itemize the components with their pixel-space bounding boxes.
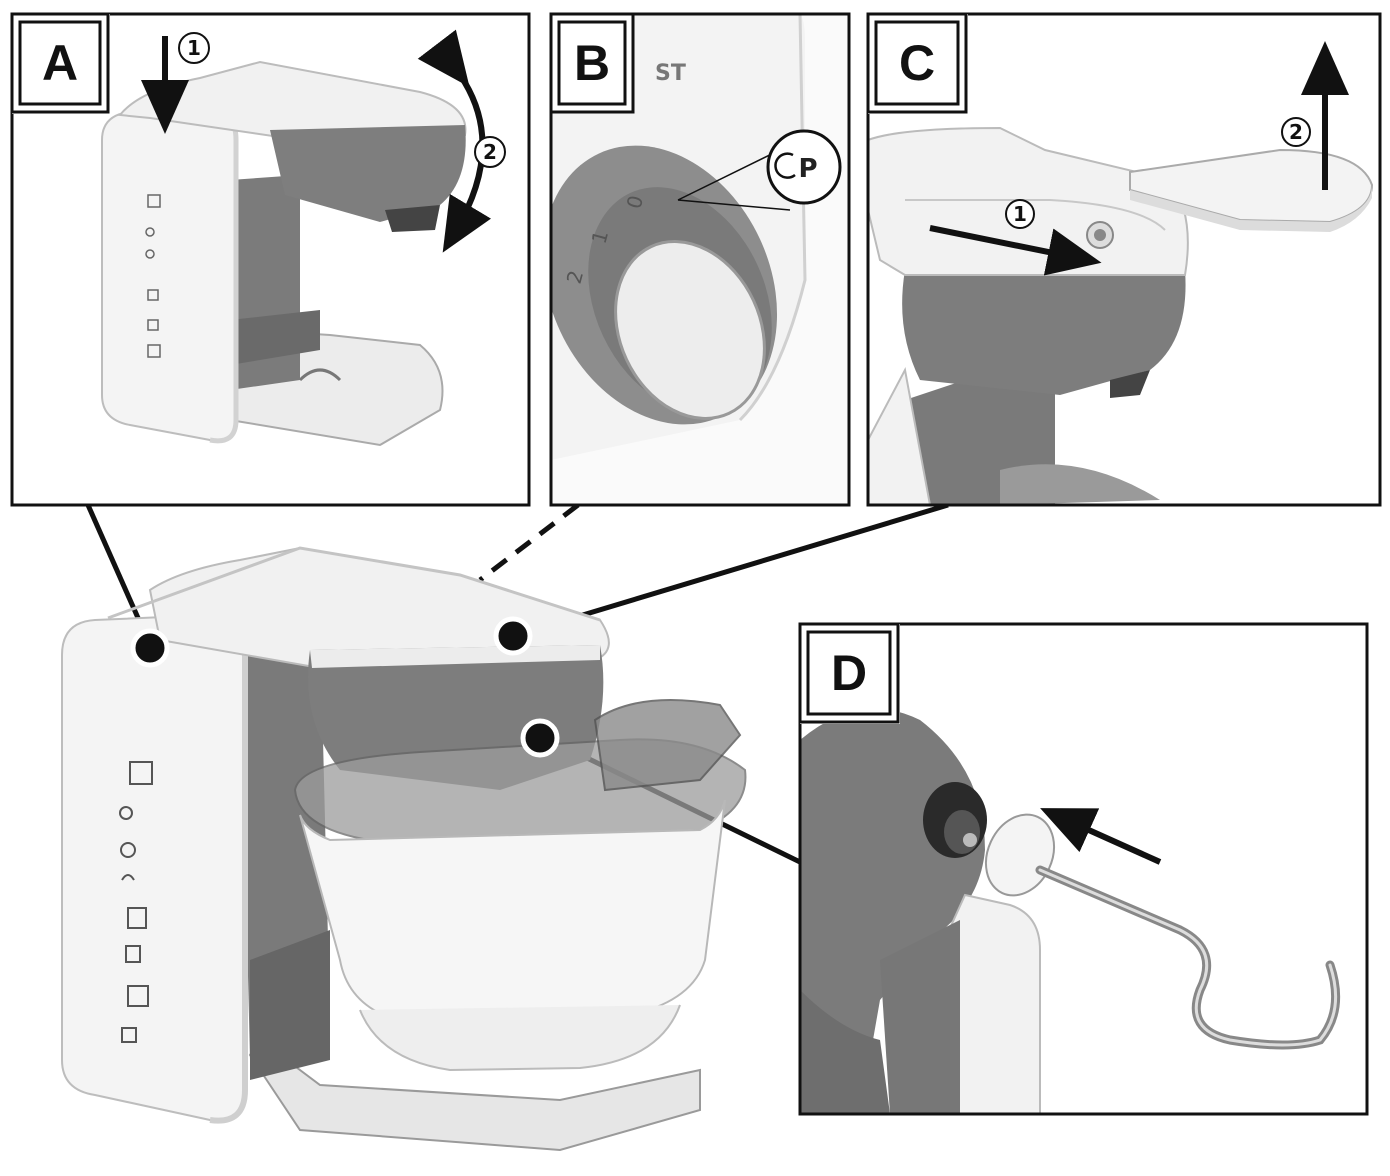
panel-a-step-1: 1 <box>187 36 201 60</box>
panel-b-label: B <box>574 35 610 91</box>
callout-dot-a <box>130 628 170 668</box>
callout-line-b <box>478 503 580 582</box>
dial-mark-0: 0 <box>622 193 648 212</box>
mixer-front-panel <box>61 613 246 1122</box>
panel-c-label: C <box>899 35 935 91</box>
panel-b: 0 1 2 ST B P <box>549 12 851 507</box>
panel-a-illustration <box>101 60 467 447</box>
callout-dot-d <box>520 718 560 758</box>
dial-mark-1: 1 <box>587 228 613 247</box>
panel-d-illustration <box>800 708 1341 1114</box>
panel-d: D <box>798 622 1369 1116</box>
lid-chute <box>593 699 742 792</box>
callout-dot-c <box>493 616 533 656</box>
dial-mark-2: 2 <box>562 268 588 287</box>
panel-c-step-2: 2 <box>1289 120 1303 144</box>
panel-a-label: A <box>42 35 78 91</box>
brand-fragment: ST <box>655 61 686 86</box>
main-mixer-illustration <box>61 546 747 1152</box>
panel-c-step-1: 1 <box>1013 202 1027 226</box>
pulse-symbol-letter: P <box>798 154 817 184</box>
speed-icons <box>119 761 153 1043</box>
panel-a: A 1 2 <box>10 12 531 507</box>
panel-d-label: D <box>831 645 867 701</box>
mixing-bowl <box>299 799 726 1027</box>
panel-c: C 1 2 <box>866 12 1382 507</box>
pulse-symbol-icon <box>766 129 842 205</box>
panel-b-illustration: 0 1 2 ST <box>551 14 849 505</box>
panel-a-step-2: 2 <box>483 140 497 164</box>
